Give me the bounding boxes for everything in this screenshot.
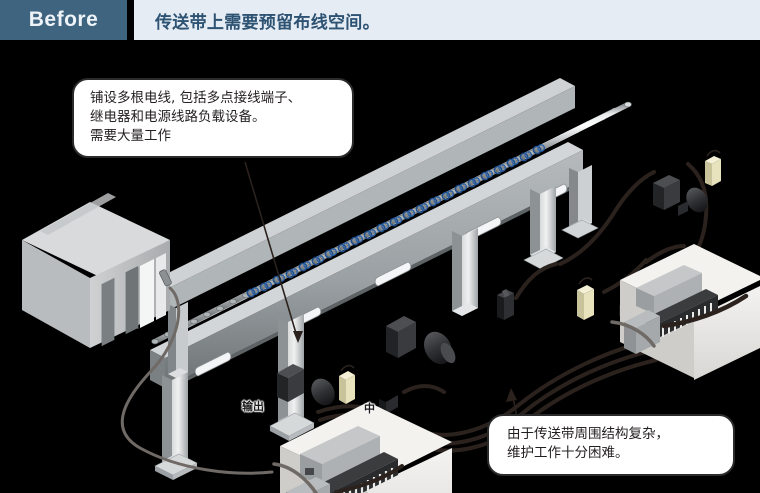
callout-leader-1 [244, 161, 303, 343]
callout-maintenance-text: 由于传送带周围结构复杂， 维护工作十分困难。 [507, 426, 669, 461]
conveyor-illustration [22, 78, 760, 493]
before-badge: Before [0, 0, 127, 40]
terminal-block-right [705, 149, 721, 186]
motor-right [653, 175, 708, 213]
callout-wiring-text: 铺设多根电线, 包括多点接线端子、 继电器和电源线路负载设备。 需要大量工作 [90, 90, 302, 144]
callout-maintenance: 由于传送带周围结构复杂， 维护工作十分困难。 [487, 414, 735, 476]
leg-near-right [452, 228, 478, 316]
before-badge-label: Before [28, 8, 99, 31]
sensor-mid [497, 288, 514, 320]
motor-left [277, 364, 335, 406]
motor-mid [386, 316, 456, 365]
leg-far-right [523, 186, 564, 270]
control-panel-front [272, 402, 452, 493]
page-title: 传送带上需要预留布线空间。 [155, 12, 380, 33]
terminal-block-left [339, 364, 355, 404]
callout-wiring: 铺设多根电线, 包括多点接线端子、 继电器和电源线路负载设备。 需要大量工作 [72, 78, 354, 158]
middle-label: 中 [364, 402, 375, 415]
header-title-bar: 传送带上需要预留布线空间。 [134, 0, 760, 40]
leg-far-right-2 [561, 165, 599, 239]
page-header: Before 传送带上需要预留布线空间。 [0, 0, 760, 40]
plc-controller [22, 193, 172, 348]
conveyor-legs [154, 165, 599, 480]
control-panel-right [610, 244, 760, 380]
cable-bundle [120, 286, 274, 475]
terminal-block-mid [577, 277, 594, 320]
output-label: 输出 [242, 400, 264, 413]
